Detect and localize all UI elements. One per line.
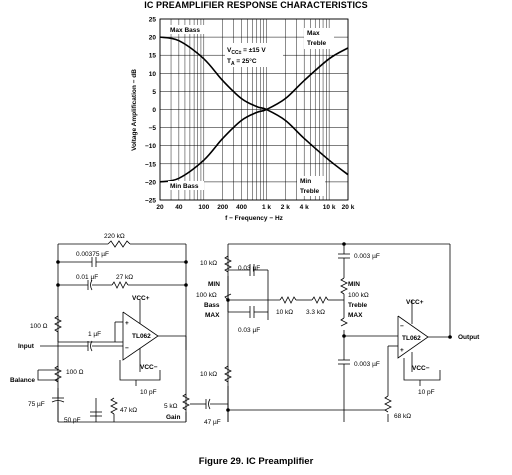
treble-label: Treble <box>348 302 368 309</box>
response-curves <box>159 36 349 183</box>
chart-title: IC PREAMPLIFIER RESPONSE CHARACTERISTICS <box>144 0 368 10</box>
opamp-2-plus: + <box>400 347 404 354</box>
x-tick-label: 1 k <box>262 204 271 211</box>
annotation-min-treble-2: Treble <box>300 188 320 195</box>
c-0003b-label: 0.003 µF <box>354 361 380 368</box>
r-220k-label: 220 kΩ <box>104 233 125 240</box>
r-33k-label: 3.3 kΩ <box>306 309 325 316</box>
c-0003a-label: 0.003 µF <box>354 253 380 260</box>
y-tick-label: 15 <box>149 53 157 60</box>
y-tick-label: −25 <box>145 198 156 205</box>
annotation-max-treble: Max <box>307 30 320 37</box>
x-tick-label: 20 k <box>342 204 355 211</box>
y-tick-label: −10 <box>145 143 156 150</box>
gain-pot-label: 5 kΩ <box>164 403 178 410</box>
y-tick-label: 5 <box>152 89 156 96</box>
input-label: Input <box>18 343 35 350</box>
r-10k-a-label: 10 kΩ <box>200 260 217 267</box>
c-10p-1-label: 10 pF <box>140 389 157 396</box>
vcc-minus-2-label: VCC− <box>412 365 430 372</box>
c-001-label: 0.01 µF <box>76 274 98 281</box>
condition-vcc: VCC± = ±15 V <box>227 47 266 56</box>
response-curve-1 <box>159 36 349 176</box>
condition-ta: TA = 25°C <box>227 57 257 67</box>
x-tick-label: 4 k <box>300 204 309 211</box>
vcc-plus-2-label: VCC+ <box>406 299 424 306</box>
y-tick-label: −5 <box>149 125 157 132</box>
annotation-min-bass: Min Bass <box>170 183 199 190</box>
schematic-labels: 220 kΩ 0.00375 µF 0.01 µF 27 kΩ VCC+ 100… <box>10 233 480 426</box>
x-tick-label: 200 <box>217 204 228 211</box>
opamp-1-plus: + <box>125 320 129 327</box>
vcc-minus-1-label: VCC− <box>140 364 158 371</box>
max-1-label: MAX <box>205 312 220 319</box>
c-47u-label: 47 µF <box>204 419 221 426</box>
c-00375-label: 0.00375 µF <box>76 251 109 258</box>
r-100b-label: 100 Ω <box>66 369 84 376</box>
y-tick-label: 10 <box>149 71 157 78</box>
opamp-2-minus: − <box>400 323 404 330</box>
y-tick-label: 20 <box>149 35 157 42</box>
bass-pot-label: 100 kΩ <box>196 292 217 299</box>
c-10p-2-label: 10 pF <box>418 389 435 396</box>
r-100-label: 100 Ω <box>30 323 48 330</box>
r-68k-label: 68 kΩ <box>394 413 411 420</box>
opamp-2-label: TL062 <box>402 335 421 342</box>
x-tick-label: 20 <box>156 204 164 211</box>
annotation-max-treble-2: Treble <box>307 40 327 47</box>
max-2-label: MAX <box>348 312 363 319</box>
x-tick-label: 40 <box>175 204 183 211</box>
y-tick-labels: 25 20 15 10 5 0 −5 −10 −15 −20 −25 <box>145 17 156 205</box>
vcc-plus-1-label: VCC+ <box>132 295 150 302</box>
c-1u-label: 1 µF <box>88 331 101 338</box>
y-tick-label: 0 <box>152 107 156 114</box>
c-50p-label: 50 pF <box>64 417 81 424</box>
x-tick-labels: 20 40 100 200 400 1 k 2 k 4 k 10 k 20 k <box>156 204 354 211</box>
r-10k-c-label: 10 kΩ <box>276 309 293 316</box>
c-003a-label: 0.03 µF <box>238 265 260 272</box>
opamp-1-minus: − <box>125 345 129 352</box>
min-2-label: MIN <box>348 281 360 288</box>
output-label: Output <box>458 334 480 341</box>
c-75u-label: 75 µF <box>28 401 45 408</box>
y-tick-label: 25 <box>149 17 157 24</box>
response-chart: 25 20 15 10 5 0 −5 −10 −15 −20 −25 20 40 100 200 400 1 … <box>131 17 355 223</box>
y-tick-label: −20 <box>145 179 156 186</box>
min-1-label: MIN <box>208 281 220 288</box>
annotation-min-treble: Min <box>300 178 311 185</box>
x-tick-label: 10 k <box>323 204 336 211</box>
response-curve-2 <box>159 47 349 183</box>
opamp-1-label: TL062 <box>132 333 151 340</box>
bass-label: Bass <box>204 302 220 309</box>
r-27k-label: 27 kΩ <box>116 274 133 281</box>
y-axis-label: Voltage Amplification − dB <box>131 69 138 151</box>
r-47k-label: 47 kΩ <box>120 407 137 414</box>
gain-label: Gain <box>166 414 180 421</box>
x-tick-label: 100 <box>198 204 209 211</box>
y-tick-label: −15 <box>145 161 156 168</box>
treble-pot-label: 100 kΩ <box>348 292 369 299</box>
annotation-max-bass: Max Bass <box>170 27 200 34</box>
c-003b-label: 0.03 µF <box>238 327 260 334</box>
r-10k-b-label: 10 kΩ <box>200 371 217 378</box>
balance-label: Balance <box>10 377 35 384</box>
x-tick-label: 2 k <box>281 204 290 211</box>
preamp-schematic: 220 kΩ 0.00375 µF 0.01 µF 27 kΩ VCC+ 100… <box>10 233 480 426</box>
figure-caption: Figure 29. IC Preamplifier <box>198 456 314 467</box>
schematic-wires <box>37 240 452 423</box>
x-axis-label: f − Frequency − Hz <box>225 215 284 222</box>
x-tick-label: 400 <box>236 204 247 211</box>
